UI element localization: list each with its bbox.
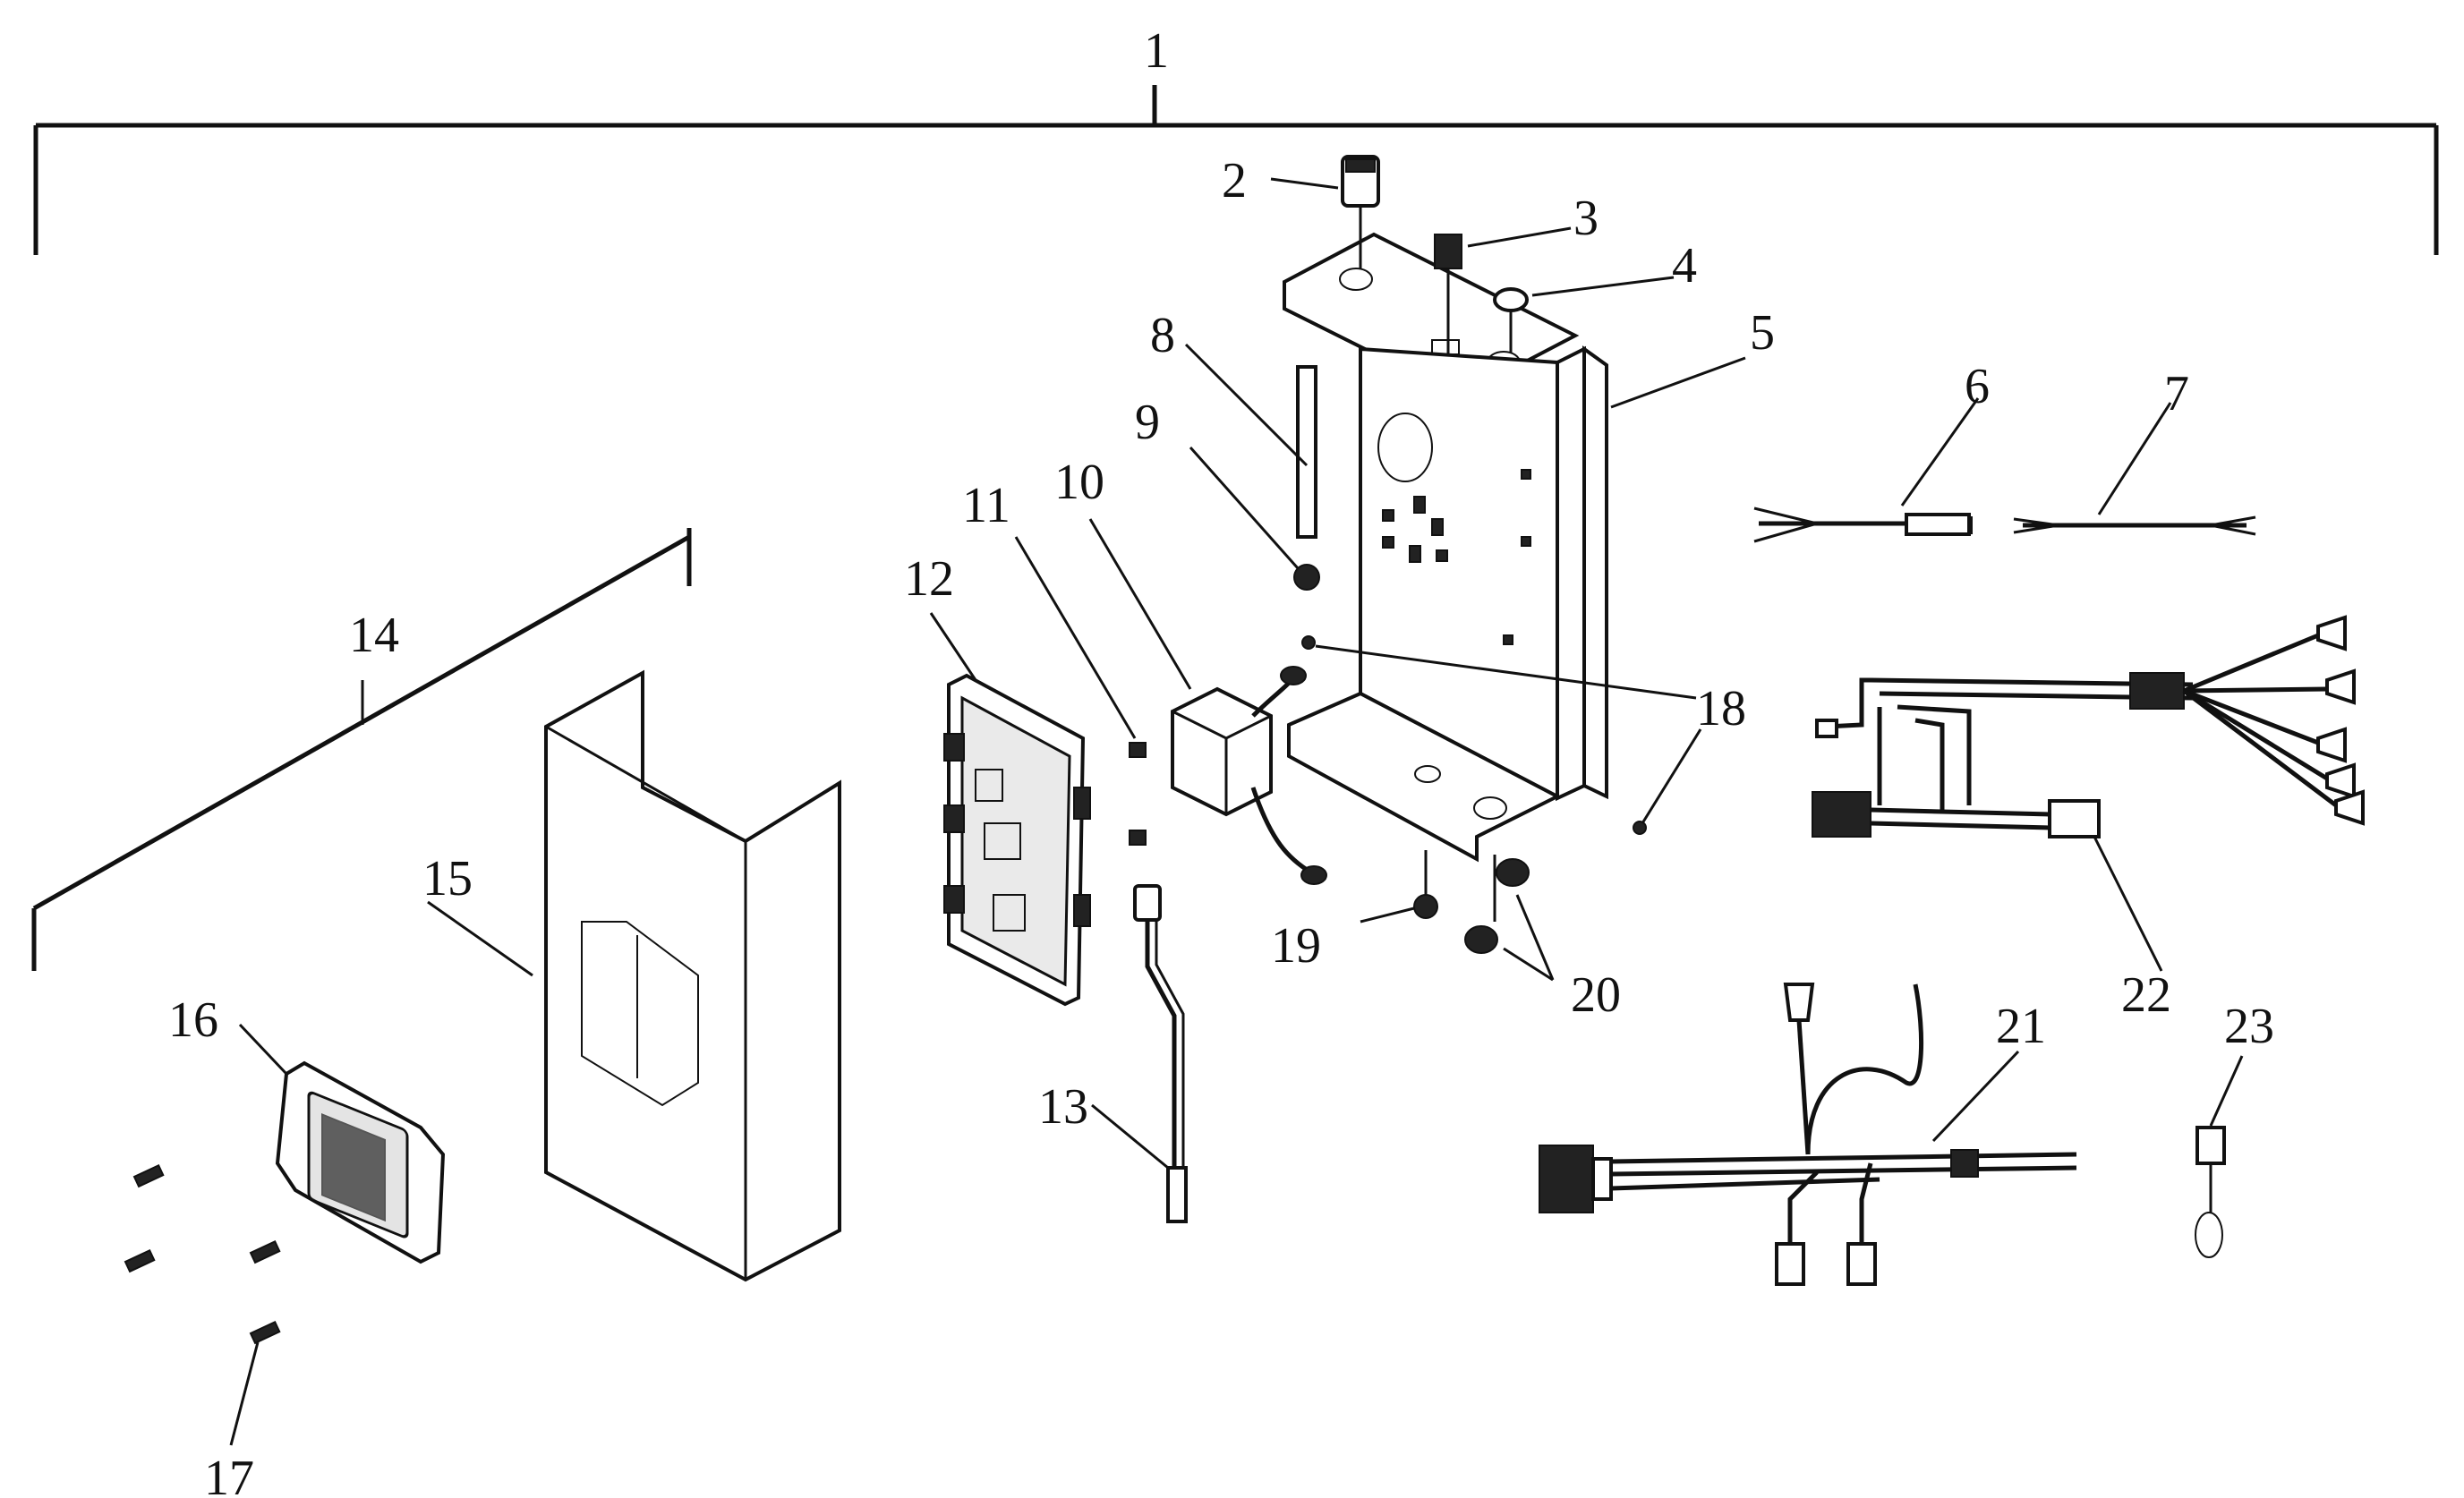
callout-16: 16	[168, 992, 218, 1048]
part-5-chassis	[1283, 232, 1608, 863]
part-16-display-plate	[275, 1060, 446, 1264]
callout-13: 13	[1038, 1079, 1088, 1135]
callout-2: 2	[1222, 153, 1247, 209]
part-17-screws	[124, 1163, 281, 1345]
callout-6: 6	[1965, 359, 1990, 414]
part-21-harness	[1539, 983, 2077, 1286]
part-8-rod	[1296, 365, 1317, 539]
callout-22: 22	[2121, 967, 2171, 1023]
callout-7: 7	[2164, 366, 2189, 421]
callout-21: 21	[1996, 999, 2046, 1054]
callout-3: 3	[1573, 191, 1599, 246]
callout-8: 8	[1150, 308, 1175, 363]
assembly-bracket-14	[31, 528, 692, 971]
part-3-switch	[1434, 234, 1462, 353]
part-20-feet	[1464, 855, 1530, 954]
callout-23: 23	[2224, 999, 2274, 1054]
callout-14: 14	[349, 608, 399, 663]
callout-9: 9	[1135, 395, 1160, 450]
callout-17: 17	[204, 1451, 254, 1498]
part-18-screws	[1301, 635, 1647, 835]
assembly-bracket-1	[33, 85, 2439, 255]
callout-4: 4	[1672, 238, 1697, 294]
part-7-wire	[2013, 515, 2256, 536]
callout-18: 18	[1696, 681, 1746, 736]
callout-20: 20	[1571, 967, 1621, 1023]
part-19-nut	[1413, 850, 1438, 919]
part-15-cover	[544, 669, 841, 1282]
callout-11: 11	[962, 478, 1010, 533]
callout-1: 1	[1144, 23, 1169, 79]
part-9-nut	[1293, 564, 1320, 591]
callout-15: 15	[422, 851, 473, 906]
part-2-grommet	[1341, 155, 1380, 268]
callout-12: 12	[904, 551, 954, 607]
callout-5: 5	[1750, 305, 1775, 361]
part-23-ring-terminal	[2195, 1126, 2226, 1258]
part-22-harness	[1812, 615, 2365, 838]
part-6-wire	[1753, 506, 1973, 543]
part-4-washer	[1493, 287, 1529, 353]
part-10-transformer	[1171, 666, 1327, 885]
callout-19: 19	[1271, 918, 1321, 974]
callout-10: 10	[1054, 455, 1104, 510]
part-12-circuit-board	[943, 673, 1091, 1007]
part-13-wire	[1133, 884, 1188, 1223]
part-11-standoffs	[1129, 742, 1147, 846]
